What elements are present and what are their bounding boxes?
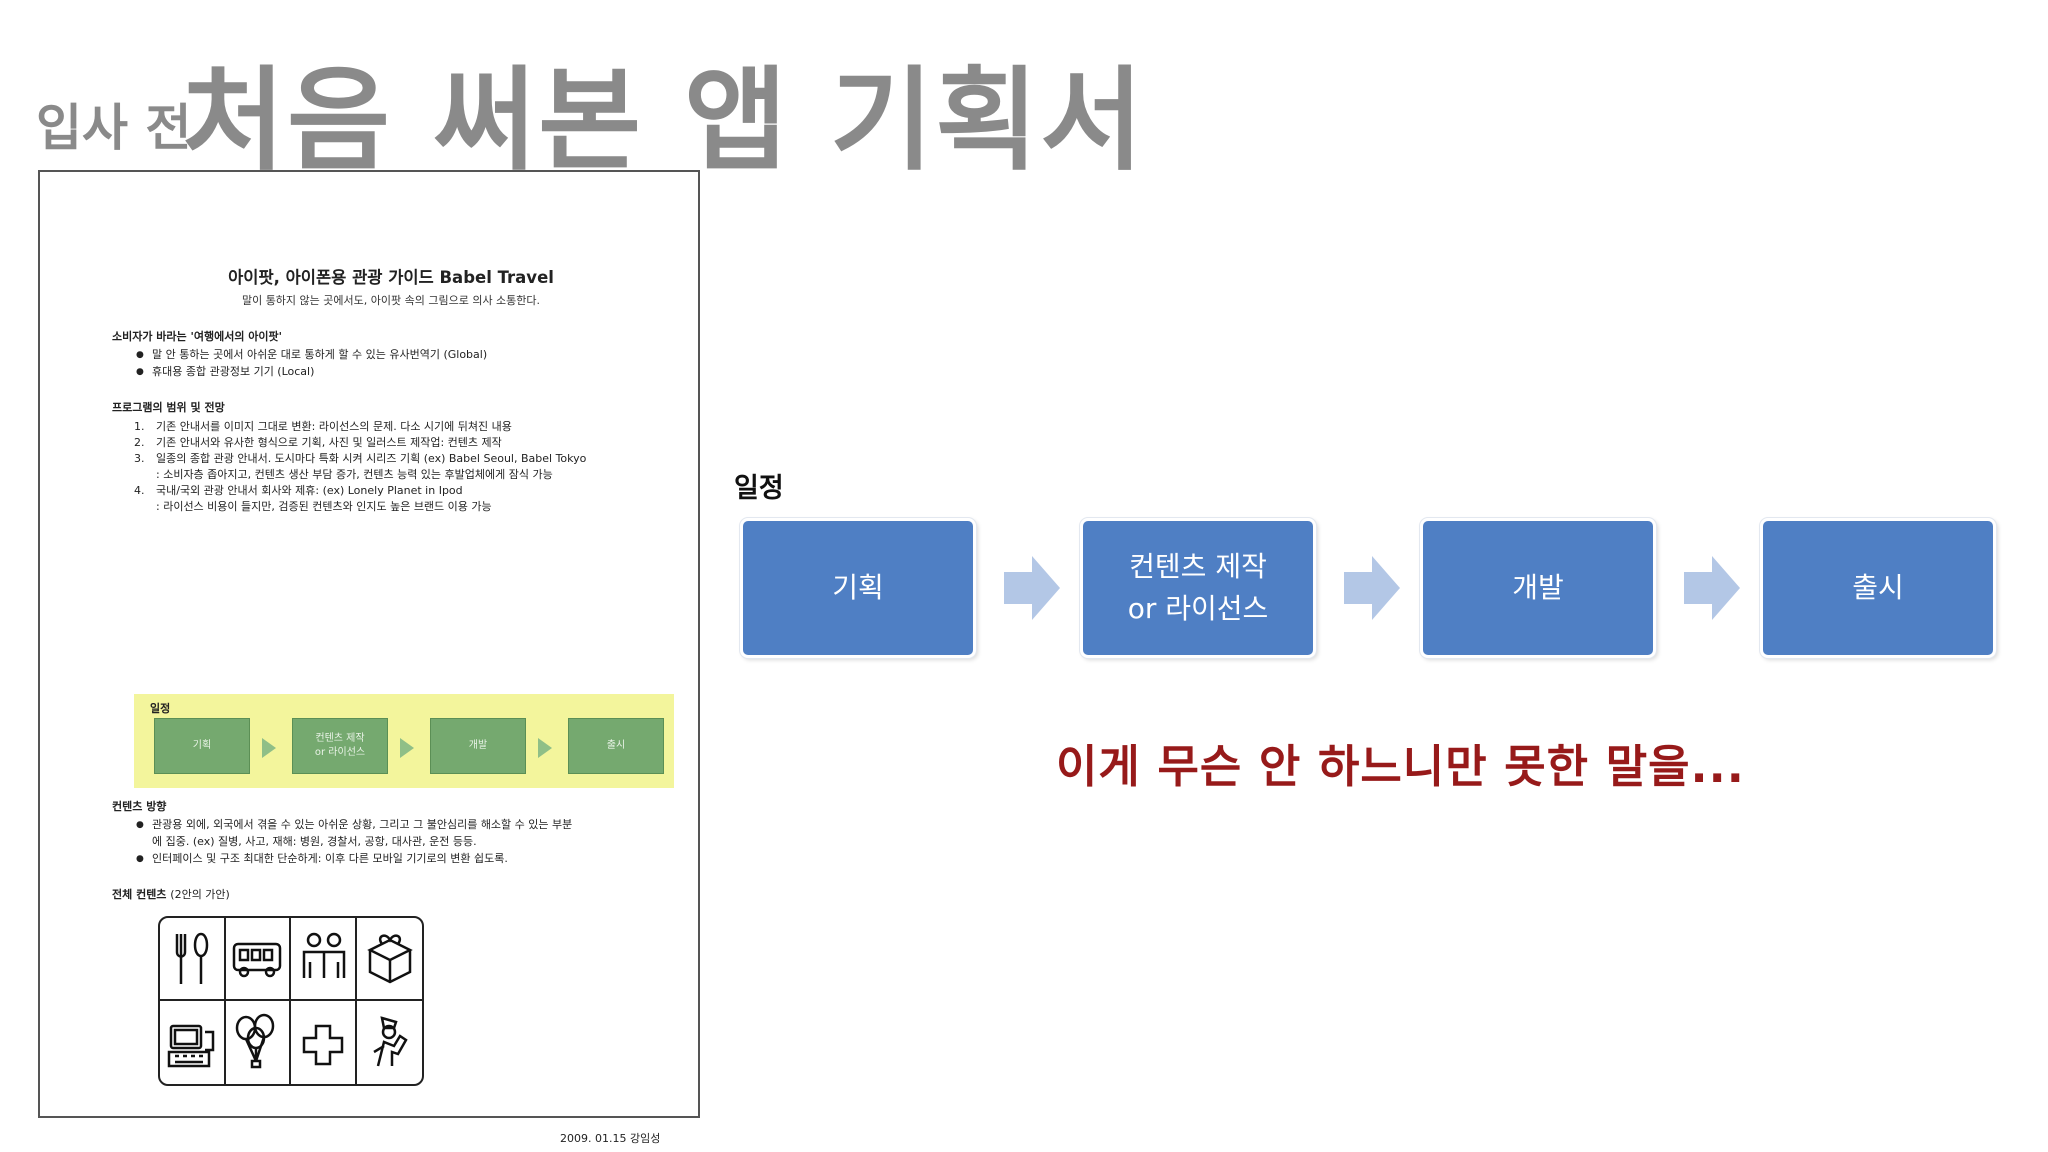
document-bullet-list: 말 안 통하는 곳에서 아쉬운 대로 통하게 할 수 있는 유사번역기 (Glo… [112,348,632,379]
step-content-box: 컨텐츠 제작 or 라이선스 [1080,518,1316,658]
slide-title-prefix: 입사 전 [36,99,192,157]
document-step-box: 출시 [568,718,664,774]
list-number: 4. [134,484,145,497]
document-bullet: 인터페이스 및 구조 최대한 단순하게: 이후 다른 모바일 기기로의 변환 쉽… [112,852,632,866]
balloons-icon [226,1001,291,1084]
step-arrow-icon [1344,556,1400,620]
list-text: 기존 안내서와 유사한 형식으로 기획, 사진 및 일러스트 제작업: 컨텐츠 … [156,436,502,449]
document-title: 아이팟, 아이폰용 관광 가이드 Babel Travel [228,268,554,287]
document-bullet: 휴대용 종합 관광정보 기기 (Local) [112,365,632,379]
content-icon-grid [158,916,424,1086]
document-list-item: 1. 기존 안내서를 이미지 그대로 변환: 라이선스의 문제. 다소 시기에 … [112,419,632,435]
step-release-box: 출시 [1760,518,1996,658]
document-step-box: 기획 [154,718,250,774]
proposal-document-image: 아이팟, 아이폰용 관광 가이드 Babel Travel 말이 통하지 않는 … [38,170,700,1145]
document-schedule-strip: 일정 기획 컨텐츠 제작 or 라이선스 개발 출시 [134,694,674,788]
document-body: 아이팟, 아이폰용 관광 가이드 Babel Travel 말이 통하지 않는 … [112,264,632,515]
list-number: 1. [134,420,145,433]
step-label: 출시 [1852,571,1904,604]
people-icon [291,918,357,1001]
document-step-arrow-icon [262,738,276,758]
section-heading-note: (2안의 가안) [170,888,230,901]
document-schedule-label: 일정 [150,702,171,715]
list-text: 일종의 종합 관광 안내서. 도시마다 특화 시켜 시리즈 기획 (ex) Ba… [156,452,587,465]
document-step-box: 컨텐츠 제작 or 라이선스 [292,718,388,774]
step-label: 컨텐츠 제작 [1129,550,1267,583]
schedule-label: 일정 [734,473,784,504]
commentary-text: 이게 무슨 안 하느니만 못한 말을... [1056,740,1745,793]
fork-spoon-icon [160,918,226,1001]
document-section-heading: 컨텐츠 방향 [112,800,167,813]
document-section-heading: 전체 컨텐츠 (2안의 가안) [112,886,632,902]
list-continuation: : 소비자층 좁아지고, 컨텐츠 생산 부담 증가, 컨텐츠 능력 있는 후발업… [156,468,553,481]
bus-icon [225,918,291,1001]
document-step-arrow-icon [400,738,414,758]
document-bullet: 관광용 외에, 외국에서 겪을 수 있는 아쉬운 상황, 그리고 그 불안심리를… [112,818,632,832]
document-list-item: 2. 기존 안내서와 유사한 형식으로 기획, 사진 및 일러스트 제작업: 컨… [112,435,632,451]
document-bullet-list: 관광용 외에, 외국에서 겪을 수 있는 아쉬운 상황, 그리고 그 불안심리를… [112,818,632,866]
step-label: 기획 [832,571,884,604]
document-signature: 2009. 01.15 강임성 [560,1132,661,1145]
document-bullet: 말 안 통하는 곳에서 아쉬운 대로 통하게 할 수 있는 유사번역기 (Glo… [112,348,632,362]
document-list-item: 4. 국내/국외 관광 안내서 회사와 제휴: (ex) Lonely Plan… [112,483,632,515]
document-section-heading: 프로그램의 범위 및 전망 [112,401,225,414]
document-step-arrow-icon [538,738,552,758]
step-label: 개발 [1512,571,1564,604]
cross-icon [291,1001,357,1084]
list-number: 2. [134,436,145,449]
list-text: 국내/국외 관광 안내서 회사와 제휴: (ex) Lonely Planet … [156,484,463,497]
document-section-heading: 소비자가 바라는 '여행에서의 아이팟' [112,330,283,343]
step-arrow-icon [1684,556,1740,620]
step-plan-box: 기획 [740,518,976,658]
section-heading-text: 전체 컨텐츠 [112,888,167,901]
step-development-box: 개발 [1420,518,1656,658]
list-continuation: : 라이선스 비용이 들지만, 검증된 컨텐츠와 인지도 높은 브랜드 이용 가… [156,500,492,513]
gift-icon [356,918,422,1001]
police-icon [357,1001,423,1084]
list-text: 기존 안내서를 이미지 그대로 변환: 라이선스의 문제. 다소 시기에 뒤쳐진… [156,420,512,433]
document-lower-content: 컨텐츠 방향 관광용 외에, 외국에서 겪을 수 있는 아쉬운 상황, 그리고 … [112,798,632,902]
document-subtitle: 말이 통하지 않는 곳에서도, 아이팟 속의 그림으로 의사 소통한다. [241,294,541,307]
document-step-box: 개발 [430,718,526,774]
step-arrow-icon [1004,556,1060,620]
computer-icon [160,1001,226,1084]
step-label-line2: or 라이선스 [1127,592,1269,625]
slide-title-main: 처음 써본 앱 기획서 [182,56,1146,186]
document-numbered-list: 1. 기존 안내서를 이미지 그대로 변환: 라이선스의 문제. 다소 시기에 … [112,419,632,515]
document-list-item: 3. 일종의 종합 관광 안내서. 도시마다 특화 시켜 시리즈 기획 (ex)… [112,451,632,483]
document-bullet-continuation: 에 집중. (ex) 질병, 사고, 재해: 병원, 경찰서, 공항, 대사관,… [152,835,477,848]
list-number: 3. [134,452,145,465]
